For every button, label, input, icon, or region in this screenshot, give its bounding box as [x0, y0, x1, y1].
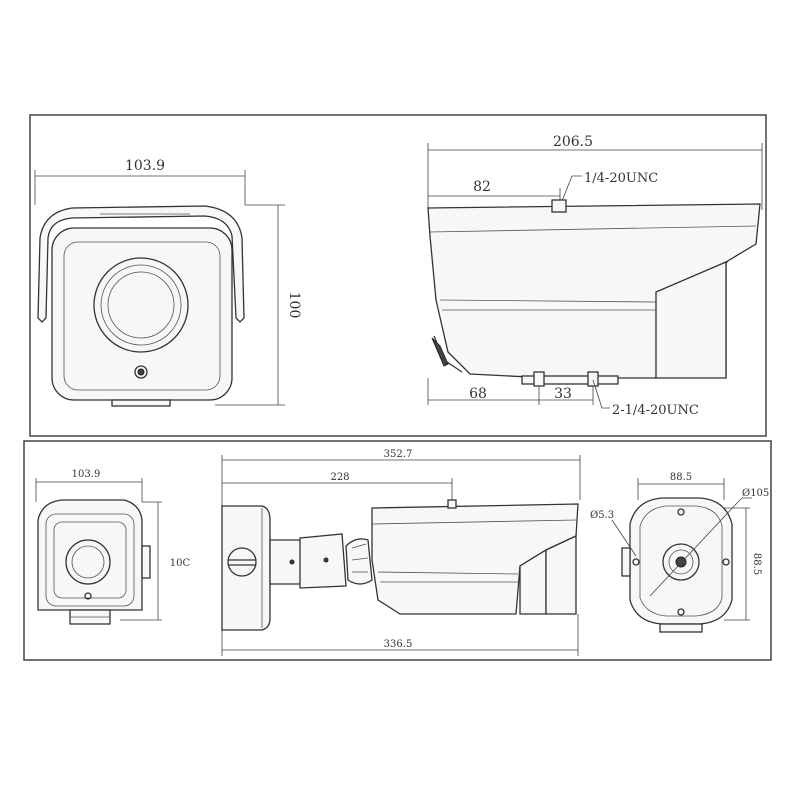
side-mount-offset-label: 82: [473, 179, 491, 195]
front-width-label: 103.9: [125, 158, 165, 174]
base-diameter-label: Ø105: [742, 488, 769, 499]
base-width-label: 88.5: [670, 472, 692, 483]
side-thread-top-label: 1/4-20UNC: [584, 171, 658, 186]
small-front-height-label: 10C: [170, 558, 191, 569]
side-bottom-offset-label: 68: [469, 386, 487, 402]
front-view-small: 103.9 10C: [35, 469, 191, 625]
side-length-label: 206.5: [553, 134, 593, 150]
total-length-bottom-label: 336.5: [384, 639, 413, 650]
side-bottom-spacing-label: 33: [554, 386, 572, 402]
base-height-label: 88.5: [751, 553, 762, 575]
top-panel-frame: [29, 114, 767, 437]
total-length-top-label: 352.7: [384, 449, 413, 460]
mount-offset-label: 228: [330, 472, 349, 483]
side-view-with-bracket: 352.7 228 336.5: [221, 449, 581, 656]
bottom-panel-frame: [23, 440, 772, 661]
side-view-large: 206.5 82 1/4-20UNC 68 33 2-1/4-20UNC: [427, 134, 763, 418]
small-front-width-label: 103.9: [72, 469, 101, 480]
base-hole-label: Ø5.3: [590, 510, 614, 521]
front-view-large: 103.9 100: [34, 158, 302, 407]
base-view: 88.5 88.5 Ø105 Ø5.3: [590, 472, 769, 633]
side-thread-bottom-label: 2-1/4-20UNC: [612, 403, 699, 418]
front-height-label: 100: [286, 292, 302, 319]
